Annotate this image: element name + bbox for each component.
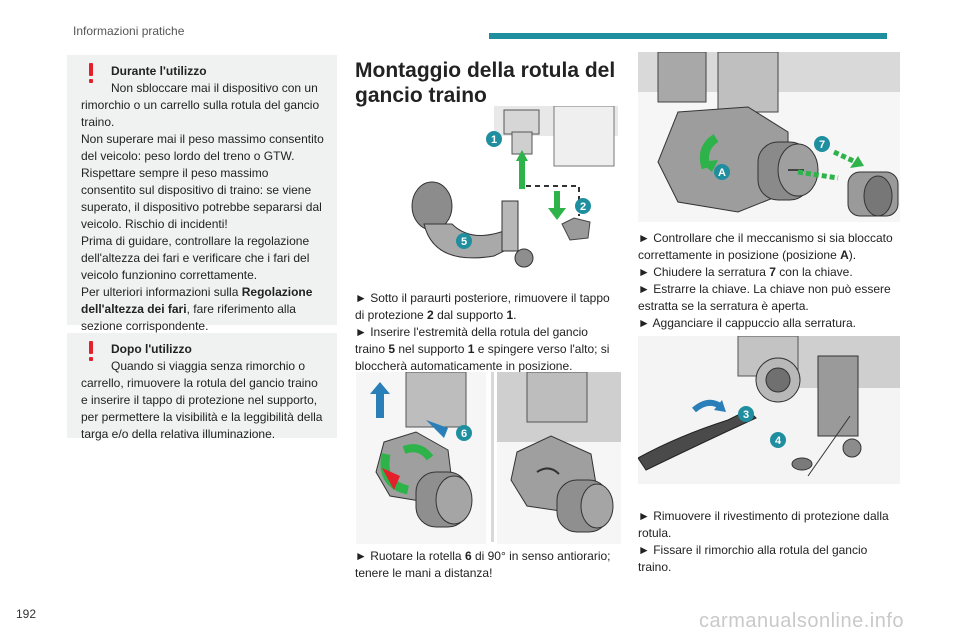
instructions-rotate-knob: ► Ruotare la rotella 6 di 90° in senso a…: [355, 548, 623, 582]
instruction-line: ► Controllare che il meccanismo si sia b…: [638, 231, 893, 245]
instruction-line: ► Estrarre la chiave. La chiave non può …: [638, 282, 891, 296]
instruction-line: ► Ruotare la rotella 6 di 90° in senso a…: [355, 548, 623, 565]
warning-line: Prima di guidare, controllare la regolaz…: [81, 234, 310, 248]
instruction-line: ► Rimuovere il rivestimento di protezion…: [638, 509, 889, 523]
instruction-ref-number: 1: [506, 308, 514, 322]
warning-line: del veicolo: peso lordo del treno o GTW.: [81, 149, 295, 163]
warning-line: dell'altezza dei fari, fare riferimento …: [81, 301, 327, 318]
instruction-line: estratta se la serratura è aperta.: [638, 299, 809, 313]
instruction-line: bloccherà automaticamente in posizione.: [355, 359, 573, 373]
instruction-line: traino.: [638, 560, 672, 574]
instruction-line: correttamente in posizione (posizione A)…: [638, 247, 906, 264]
instruction-ref-number: 6: [464, 549, 472, 563]
callout-5: 5: [456, 233, 472, 249]
instruction-ref-number: A: [840, 248, 849, 262]
instruction-line: di protezione 2 dal supporto 1.: [355, 307, 623, 324]
instruction-line: ► Fissare il rimorchio alla rotula del g…: [638, 543, 868, 557]
callout-6: 6: [456, 425, 472, 441]
warning-line: targa e/o della relativa illuminazione.: [81, 427, 276, 441]
instruction-text: nel supporto: [395, 342, 468, 356]
warning-line: carrello, rimuovere la rotula del gancio…: [81, 376, 318, 390]
instruction-line: rotula.: [638, 526, 672, 540]
instruction-text: .: [513, 308, 517, 322]
instruction-line: ► Agganciare il cappuccio alla serratura…: [638, 316, 856, 330]
warning-line: per permettere la visibilità e la leggib…: [81, 410, 323, 424]
callout-4: 4: [770, 432, 786, 448]
instruction-text: correttamente in posizione (posizione: [638, 248, 841, 262]
instruction-text: ► Chiudere la serratura: [638, 265, 770, 279]
instruction-text: di protezione: [355, 308, 428, 322]
warning-line: e inserire il tappo di protezione nel su…: [81, 393, 318, 407]
figure-rotate-knob: 6: [356, 372, 486, 544]
page-number: 192: [16, 607, 37, 621]
watermark: carmanualsonline.info: [698, 610, 904, 632]
warning-line: superato, il dispositivo potrebbe separa…: [81, 200, 322, 214]
warning-line: sezione corrispondente.: [81, 319, 209, 333]
instruction-ref-number: 1: [467, 342, 475, 356]
callout-A: A: [714, 164, 730, 180]
warning-exclamation-icon: [89, 63, 93, 83]
callout-1: 1: [486, 131, 502, 147]
warning-title: Durante l'utilizzo: [111, 64, 207, 78]
svg-text:1: 1: [491, 134, 497, 146]
warning-line: consentito sul dispositivo di traino: se…: [81, 183, 312, 197]
instructions-insert-ball: ► Sotto il paraurti posteriore, rimuover…: [355, 290, 623, 375]
instruction-line: tenere le mani a distanza!: [355, 566, 493, 580]
warning-line: traino.: [81, 115, 115, 129]
warning-line: rimorchio o un carrello sulla rotula del…: [81, 98, 320, 112]
warning-box-during-use: Durante l'utilizzo Non sbloccare mai il …: [67, 55, 337, 333]
warning-line: Quando si viaggia senza rimorchio o: [111, 359, 306, 373]
instruction-text: traino: [355, 342, 389, 356]
instruction-ref-number: 2: [427, 308, 434, 322]
instruction-text: con la chiave.: [775, 265, 853, 279]
warning-box-after-use: Dopo l'utilizzo Quando si viaggia senza …: [67, 333, 337, 441]
warning-line: Non superare mai il peso massimo consent…: [81, 132, 324, 146]
svg-text:2: 2: [580, 201, 586, 213]
figure-divider: [491, 372, 494, 542]
figure-remove-cap-insert-ball: 1 2 5: [411, 106, 618, 268]
instruction-line: ► Chiudere la serratura 7 con la chiave.: [638, 264, 906, 281]
instruction-text: ).: [848, 248, 857, 262]
figure-lock-check: 7 A: [638, 52, 900, 222]
figure-attach-trailer: 3 4: [638, 336, 900, 484]
instruction-ref-number: 5: [388, 342, 396, 356]
callout-2: 2: [575, 198, 591, 214]
instruction-text: di 90° in senso antiorario;: [471, 549, 611, 563]
svg-text:6: 6: [461, 428, 467, 440]
warning-text: , fare riferimento alla: [186, 302, 296, 316]
warning-line: Rispettare sempre il peso massimo: [81, 166, 269, 180]
instruction-line: traino 5 nel supporto 1 e spingere verso…: [355, 341, 623, 358]
section-title-line: gancio traino: [355, 84, 487, 107]
instruction-text: ► Ruotare la rotella: [355, 549, 465, 563]
warning-exclamation-icon: [89, 341, 93, 361]
warning-line: veicolo. Rischio di incidenti!: [81, 217, 228, 231]
section-title-line: Montaggio della rotula del: [355, 59, 616, 82]
callout-3: 3: [738, 406, 754, 422]
instruction-ref-number: 7: [769, 265, 776, 279]
header-accent-bar: [489, 33, 887, 39]
instructions-lock: ► Controllare che il meccanismo si sia b…: [638, 230, 906, 332]
warning-line: Per ulteriori informazioni sulla Regolaz…: [81, 284, 327, 301]
svg-text:7: 7: [819, 139, 825, 151]
figure-knob-locked: [497, 372, 621, 544]
instruction-line: ► Inserire l'estremità della rotula del …: [355, 325, 588, 339]
warning-line: Non sbloccare mai il dispositivo con un: [111, 81, 318, 95]
warning-title: Dopo l'utilizzo: [111, 342, 192, 356]
page-header-title: Informazioni pratiche: [73, 24, 185, 38]
warning-line: veicolo funzionino correttamente.: [81, 268, 258, 282]
instruction-text: dal supporto: [433, 308, 507, 322]
warning-text: Per ulteriori informazioni sulla: [81, 285, 239, 299]
callout-7: 7: [814, 136, 830, 152]
warning-line: dell'altezza dei fari e verificare che i…: [81, 251, 310, 265]
svg-text:5: 5: [461, 236, 467, 248]
warning-bold-reference: dell'altezza dei fari: [81, 302, 187, 316]
section-title: Montaggio della rotula del gancio traino: [355, 58, 625, 108]
svg-text:3: 3: [743, 409, 749, 421]
instruction-line: ► Sotto il paraurti posteriore, rimuover…: [355, 291, 610, 305]
svg-text:A: A: [718, 167, 726, 179]
warning-bold-reference: Regolazione: [241, 285, 313, 299]
svg-text:4: 4: [775, 435, 782, 447]
instructions-attach: ► Rimuovere il rivestimento di protezion…: [638, 508, 906, 576]
instruction-text: e spingere verso l'alto; si: [474, 342, 610, 356]
